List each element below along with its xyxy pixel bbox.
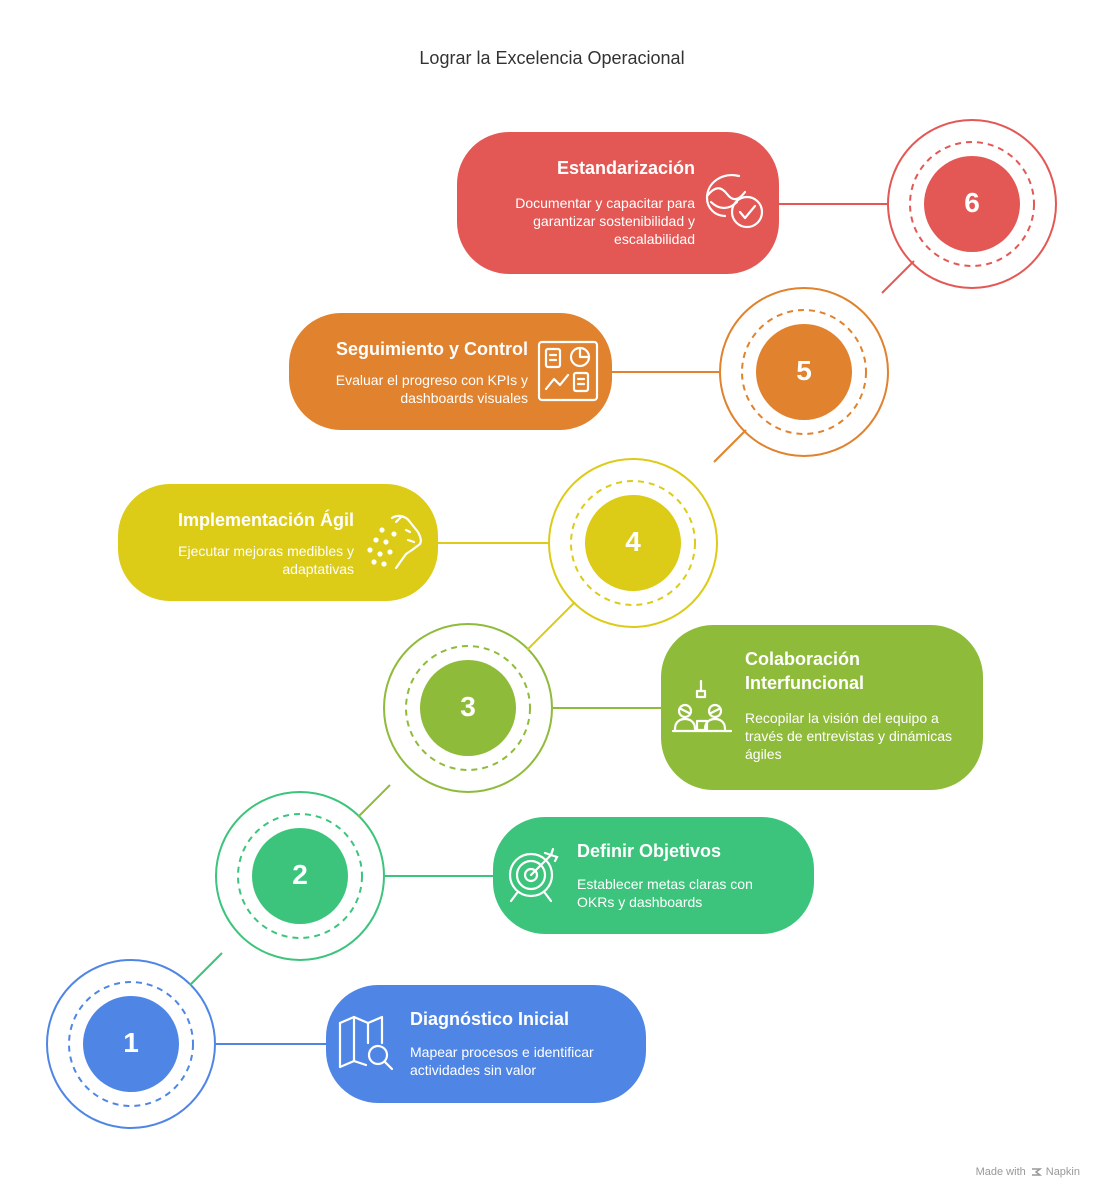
step-2-number-circle xyxy=(252,828,348,924)
step-5-dashed-ring xyxy=(741,309,867,435)
credit-brand: Napkin xyxy=(1045,1166,1080,1178)
dashboard-icon xyxy=(536,339,600,408)
step-1-outer-ring xyxy=(46,959,216,1129)
step-3-number-circle xyxy=(420,660,516,756)
cheetah-icon xyxy=(362,510,426,579)
step-4-outer-ring xyxy=(548,458,718,628)
step-6-description: Documentar y capacitar para garantizar s… xyxy=(515,195,695,247)
step-6-outer-ring xyxy=(887,119,1057,289)
map-search-icon xyxy=(336,1013,396,1078)
step-5-description: Evaluar el progreso con KPIs y dashboard… xyxy=(335,372,528,406)
step-2-number: 2 xyxy=(292,859,308,890)
step-4-number: 4 xyxy=(625,526,641,557)
credit-label: Made with xyxy=(975,1166,1026,1178)
diagram-title: Lograr la Excelencia Operacional xyxy=(419,48,685,68)
step-6-dashed-ring xyxy=(909,141,1035,267)
step-5-outer-ring xyxy=(719,287,889,457)
step-2-dashed-ring xyxy=(237,813,363,939)
documentation-check-icon xyxy=(703,170,767,239)
step-4-title: Implementación Ágil xyxy=(177,510,354,530)
step-4-diagonal-connector xyxy=(526,601,576,651)
step-2-title: Definir Objetivos xyxy=(577,841,722,861)
step-3-diagonal-connector xyxy=(357,784,391,818)
step-6-diagonal-connector xyxy=(881,260,915,294)
step-6-title: Estandarización xyxy=(556,158,695,178)
step-2-description: Establecer metas claras con OKRs y dashb… xyxy=(577,876,753,910)
step-1-number-circle xyxy=(83,996,179,1092)
step-5-number: 5 xyxy=(796,355,812,386)
step-3-description: Recopilar la visión del equipo a través … xyxy=(745,710,952,762)
step-6-number-circle xyxy=(924,156,1020,252)
step-3-dashed-ring xyxy=(405,645,531,771)
step-1-title: Diagnóstico Inicial xyxy=(410,1009,570,1029)
step-4-description: Ejecutar mejoras medibles y adaptativas xyxy=(178,543,354,577)
step-6-number: 6 xyxy=(964,187,980,218)
step-2-diagonal-connector xyxy=(189,952,223,986)
made-with-credit: Made with Napkin xyxy=(976,1166,1080,1178)
napkin-logo-icon xyxy=(1031,1168,1042,1176)
step-5-number-circle xyxy=(756,324,852,420)
step-2-outer-ring xyxy=(215,791,385,961)
step-4-number-circle xyxy=(585,495,681,591)
step-5-title: Seguimiento y Control xyxy=(335,339,528,359)
step-1-description: Mapear procesos e identificar actividade… xyxy=(410,1044,594,1078)
step-3-title: Colaboración Interfuncional xyxy=(745,649,865,693)
target-arrow-icon xyxy=(503,845,563,910)
step-5-diagonal-connector xyxy=(713,429,747,463)
step-4-dashed-ring xyxy=(570,480,696,606)
team-meeting-icon xyxy=(671,677,735,742)
step-3-number: 3 xyxy=(460,691,476,722)
step-1-number: 1 xyxy=(123,1027,139,1058)
step-3-outer-ring xyxy=(383,623,553,793)
step-1-dashed-ring xyxy=(68,981,194,1107)
